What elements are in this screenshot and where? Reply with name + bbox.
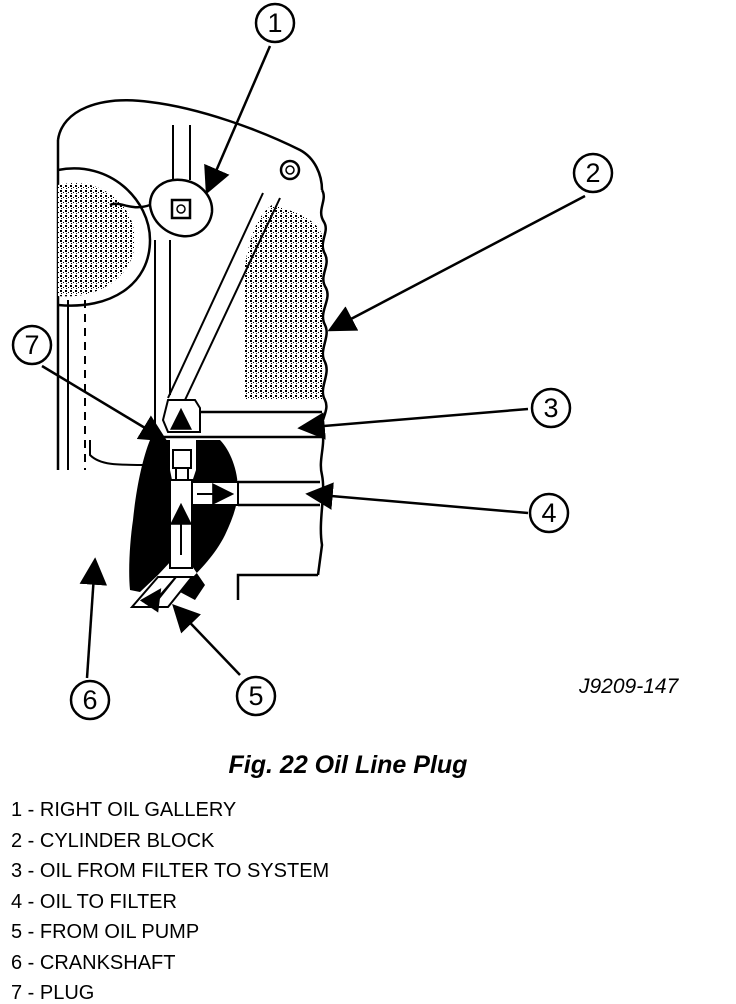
leader-3: [297, 407, 529, 440]
crank-bore: [57, 167, 152, 307]
leader-5: [172, 604, 241, 676]
callout-3: 3: [530, 387, 572, 429]
leader-2: [327, 194, 586, 332]
svg-text:1: 1: [267, 8, 282, 38]
figure-caption: Fig. 22 Oil Line Plug: [228, 751, 468, 779]
svg-text:5: 5: [248, 681, 263, 711]
callout-6: 6: [69, 679, 111, 721]
callout-1: 1: [254, 2, 296, 44]
flow-arrows: [139, 407, 235, 613]
oil-gallery-boss: [109, 178, 214, 238]
leader-1: [204, 45, 272, 195]
legend-item-5: 5 - FROM OIL PUMP: [11, 921, 200, 943]
callout-5: 5: [235, 675, 277, 717]
legend-item-2: 2 - CYLINDER BLOCK: [11, 829, 215, 852]
leader-4: [305, 482, 529, 515]
legend-item-6: 6 - CRANKSHAFT: [11, 951, 176, 974]
callout-4: 4: [528, 492, 570, 534]
cylinder-bore-shading: [245, 205, 322, 400]
diagonal-oil-passage: [167, 192, 281, 401]
svg-text:3: 3: [543, 393, 558, 423]
svg-text:7: 7: [24, 330, 39, 360]
leader-7: [41, 364, 168, 442]
svg-text:4: 4: [541, 498, 556, 528]
legend-list: 1 - RIGHT OIL GALLERY 2 - CYLINDER BLOCK…: [11, 795, 329, 1004]
sectioned-casting: [129, 440, 238, 600]
leader-6: [79, 557, 108, 679]
legend-item-1: 1 - RIGHT OIL GALLERY: [11, 799, 237, 821]
callout-7: 7: [11, 324, 53, 366]
legend-item-7: 7 - PLUG: [11, 982, 95, 1004]
svg-text:6: 6: [82, 685, 97, 715]
oil-line-plug-diagram: 1 2 3 4 5 6 7 J9209-147: [11, 2, 680, 721]
bolt-hole: [279, 159, 301, 181]
svg-text:2: 2: [585, 158, 600, 188]
figure-code: J9209-147: [578, 675, 680, 698]
callout-2: 2: [572, 152, 614, 194]
legend-item-4: 4 - OIL TO FILTER: [11, 890, 177, 913]
legend-item-3: 3 - OIL FROM FILTER TO SYSTEM: [11, 860, 330, 882]
vertical-passages: [67, 125, 191, 470]
leader-lines: [41, 45, 586, 679]
